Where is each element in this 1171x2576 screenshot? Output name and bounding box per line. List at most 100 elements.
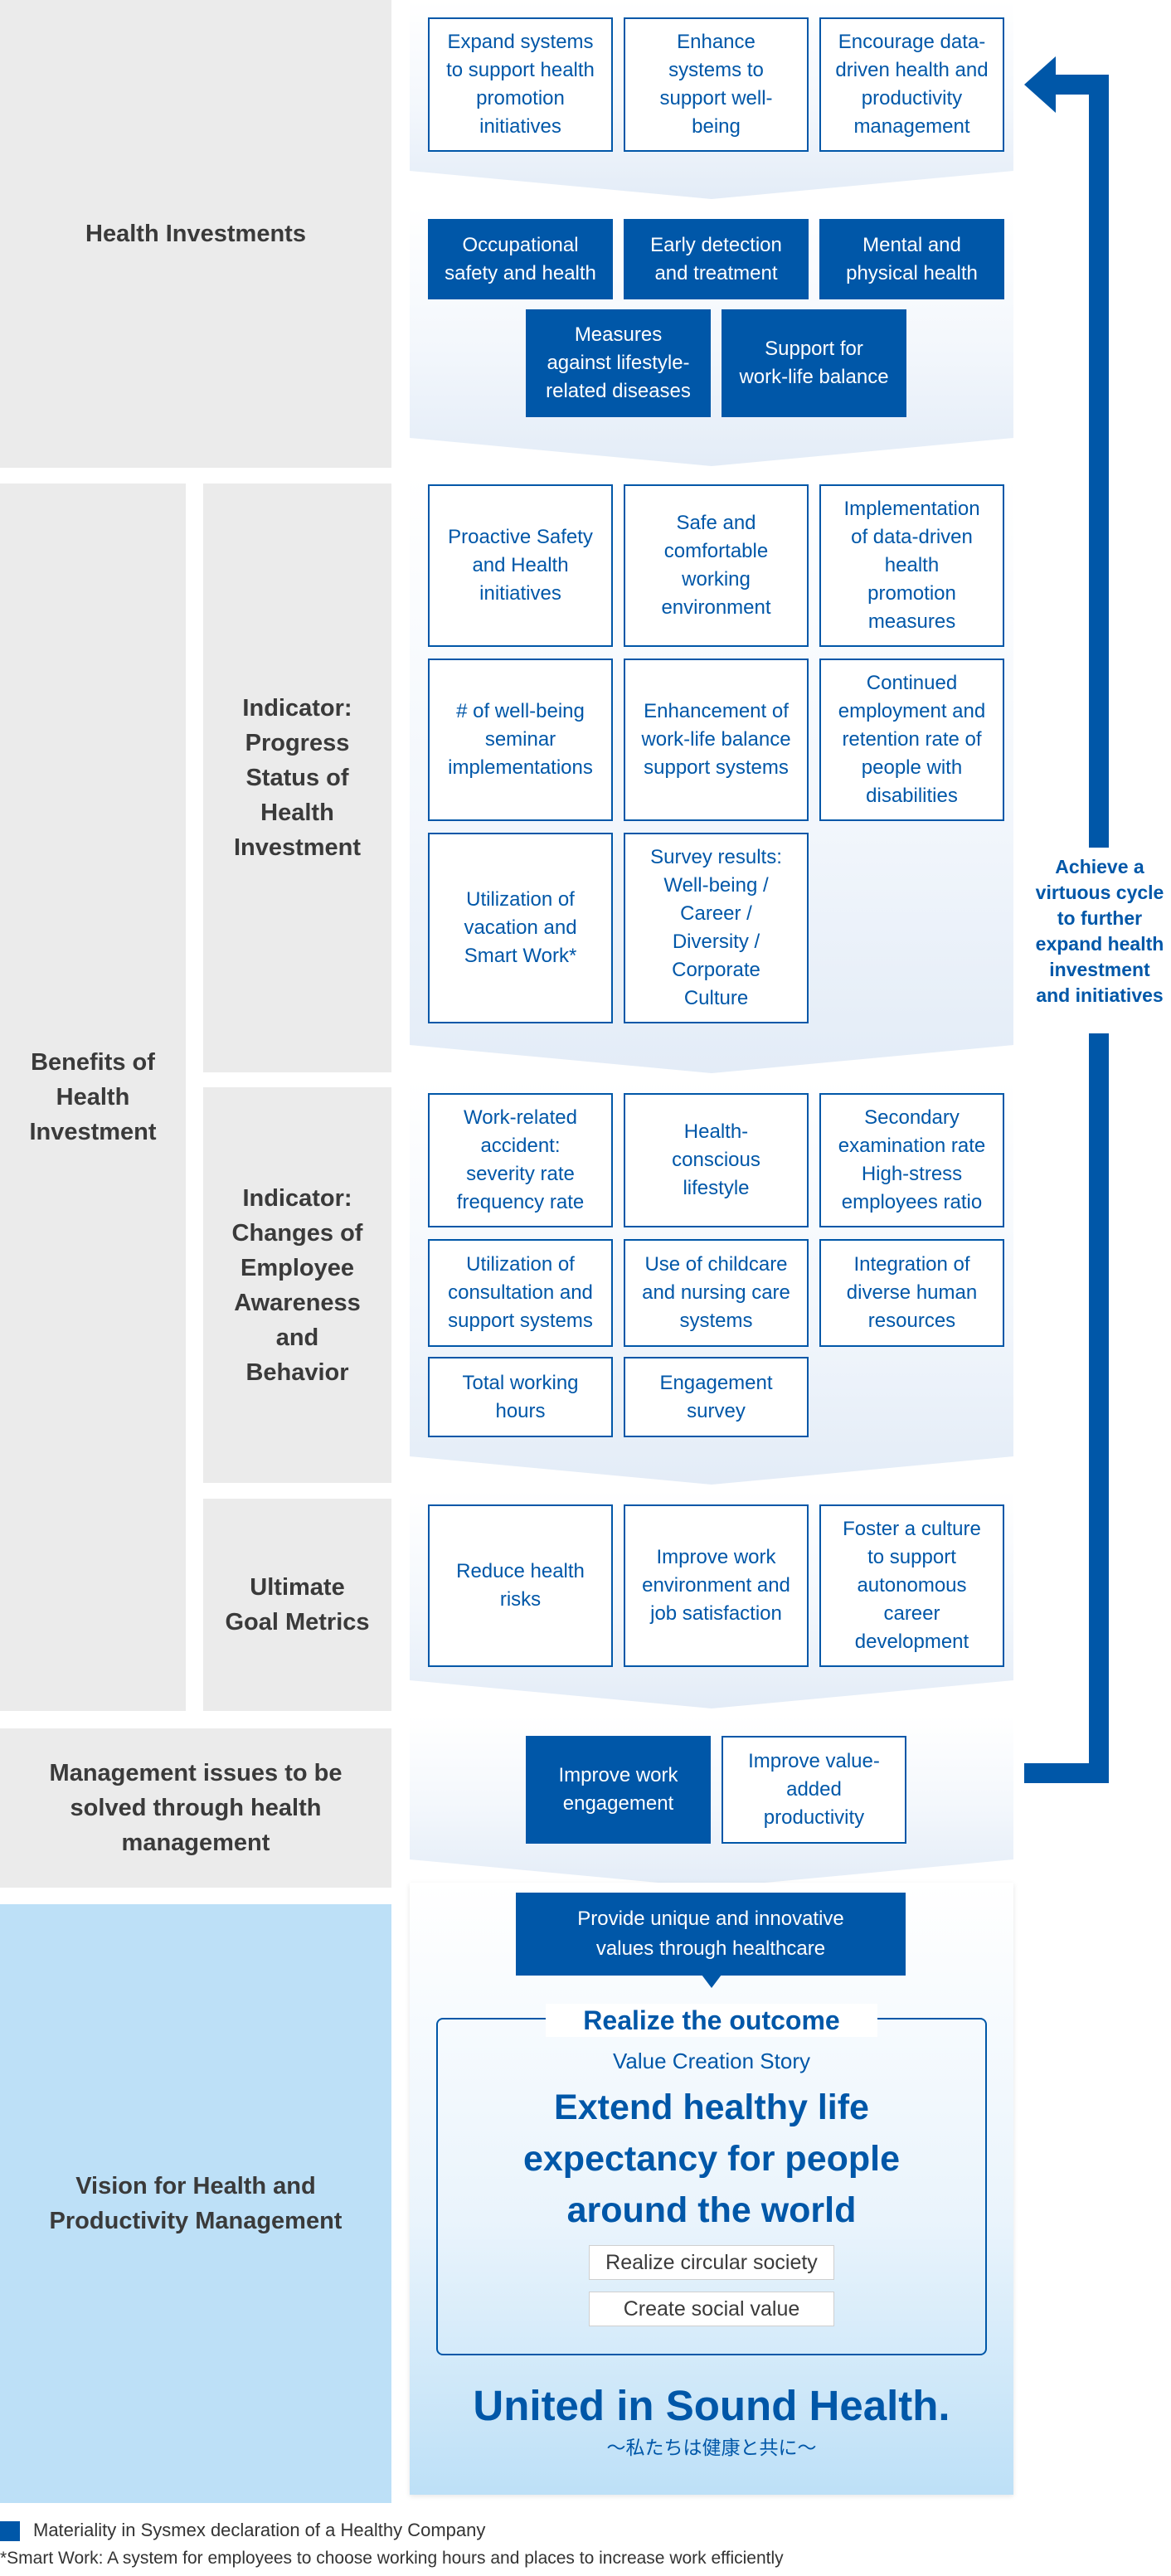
vision-panel: Provide unique and innovative values thr… (410, 1883, 1013, 2495)
box-line: risks (499, 1588, 542, 1611)
box-line: Corporate (672, 959, 760, 981)
box-line: Enhancement of (644, 700, 789, 722)
box-line: diverse human (846, 1281, 978, 1304)
label-line: Indicator: (242, 1184, 352, 1212)
pill-circular-society: Realize circular society (589, 2245, 834, 2280)
headline-line: Extend healthy life (554, 2088, 869, 2127)
box-line: Safe and (676, 512, 756, 534)
box-line: Improve work (656, 1546, 776, 1568)
legend-footnote: *Smart Work: A system for employees to c… (0, 2549, 784, 2568)
box-line: and treatment (654, 261, 778, 284)
cycle-line: virtuous cycle (1035, 882, 1164, 903)
box-line: Diversity / (672, 931, 760, 953)
label-health-investments-text: Health Investments (85, 221, 306, 247)
box-line: work-life balance (641, 728, 791, 751)
box-line: environment and (642, 1574, 790, 1597)
label-benefits-text: Benefits of Health Investment (29, 1045, 156, 1149)
box-line: people with (861, 756, 963, 779)
cycle-line: and initiatives (1036, 984, 1164, 1006)
box-line: Support for (765, 338, 863, 360)
label-line: solved through health (70, 1795, 322, 1821)
provide-line: Provide unique and innovative (577, 1908, 844, 1930)
stage3-box: Enhancement of work-life balance support s… (624, 659, 809, 821)
box-line: survey (687, 1399, 746, 1422)
provide-pointer-icon (702, 1975, 722, 1988)
box-line: engagement (562, 1792, 674, 1815)
box-line: Foster a culture (843, 1518, 981, 1540)
box-line: Smart Work* (464, 945, 577, 967)
box-line: Continued (866, 672, 958, 694)
label-line: and (275, 1324, 319, 1351)
label-line: Changes of (231, 1219, 363, 1247)
box-line: and Health (472, 554, 569, 576)
box-line: Integration of (853, 1253, 970, 1276)
label-line: Goal Metrics (225, 1609, 370, 1636)
box-line: support well- (659, 87, 773, 109)
box-line: to support (867, 1546, 956, 1568)
slogan: United in Sound Health. (473, 2382, 950, 2429)
box-line: job satisfaction (650, 1602, 782, 1625)
pill-text: Realize circular society (605, 2250, 818, 2274)
label-line: Benefits of (31, 1049, 155, 1076)
box-line: development (854, 1631, 969, 1653)
box-line: frequency rate (456, 1191, 585, 1213)
box-line: Occupational (462, 233, 579, 256)
label-line: Awareness (234, 1289, 361, 1316)
label-line: Ultimate (250, 1574, 345, 1601)
label-line: Behavior (245, 1358, 349, 1386)
box-line: Well-being / (663, 874, 769, 897)
box-line: Expand systems (447, 31, 594, 53)
stage-management-issues (410, 1715, 1013, 1888)
box-line: systems to (668, 59, 764, 81)
box-line: promotion (476, 87, 565, 109)
outcome-title-text: Realize the outcome (583, 2005, 840, 2035)
box-line: being (692, 115, 741, 138)
box-line: support systems (644, 756, 789, 779)
cycle-line: investment (1049, 959, 1150, 980)
box-line: Implementation (843, 498, 980, 520)
label-management-issues-text: Management issues to be solved through h… (50, 1756, 343, 1860)
box-line: Improve value- (748, 1750, 880, 1772)
box-line: employment and (838, 700, 986, 722)
stage3-box: Survey results:Well-being /Career /Diver… (624, 833, 809, 1023)
label-vision: Vision for Health and Productivity Manag… (0, 1904, 391, 2503)
box-line: Secondary (864, 1106, 960, 1129)
box-line: seminar (484, 728, 556, 751)
box-line: driven health and (835, 59, 989, 81)
stage1-box: Enhance systems to support well-being (624, 17, 809, 152)
label-line: Investment (29, 1119, 157, 1145)
box-line: to support health (446, 59, 595, 81)
box-line: Utilization of (466, 1253, 575, 1276)
label-line: Status of (245, 765, 349, 791)
provide-line: values through healthcare (595, 1937, 826, 1960)
cycle-line: to further (1057, 907, 1143, 929)
stage5-box: Improve work environment and job satisfact… (624, 1504, 809, 1667)
box-line: initiatives (479, 115, 561, 138)
box-line: Enhance (677, 31, 756, 53)
box-line: initiatives (479, 582, 561, 605)
legend-materiality: Materiality in Sysmex declaration of a H… (33, 2520, 486, 2540)
label-indicator-progress-text: Indicator: Progress Status of Health Inv… (234, 691, 361, 865)
box-line: High-stress (861, 1163, 963, 1185)
cycle-line: Achieve a (1055, 856, 1144, 877)
box-line: Mental and (862, 233, 961, 256)
label-line: Health (260, 800, 334, 826)
box-line: environment (661, 596, 771, 619)
box-line: # of well-being (456, 700, 585, 722)
box-line: support systems (448, 1310, 593, 1332)
label-indicator-changes-text: Indicator: Changes of Employee Awareness… (232, 1181, 363, 1390)
box-line: disabilities (866, 785, 958, 807)
box-line: Early detection (650, 233, 782, 256)
label-line: Management issues to be (49, 1760, 343, 1786)
box-line: lifestyle (683, 1177, 750, 1199)
box-line: hours (495, 1399, 546, 1422)
label-line: Progress (245, 730, 350, 756)
label-line: Vision for Health and (75, 2173, 316, 2199)
